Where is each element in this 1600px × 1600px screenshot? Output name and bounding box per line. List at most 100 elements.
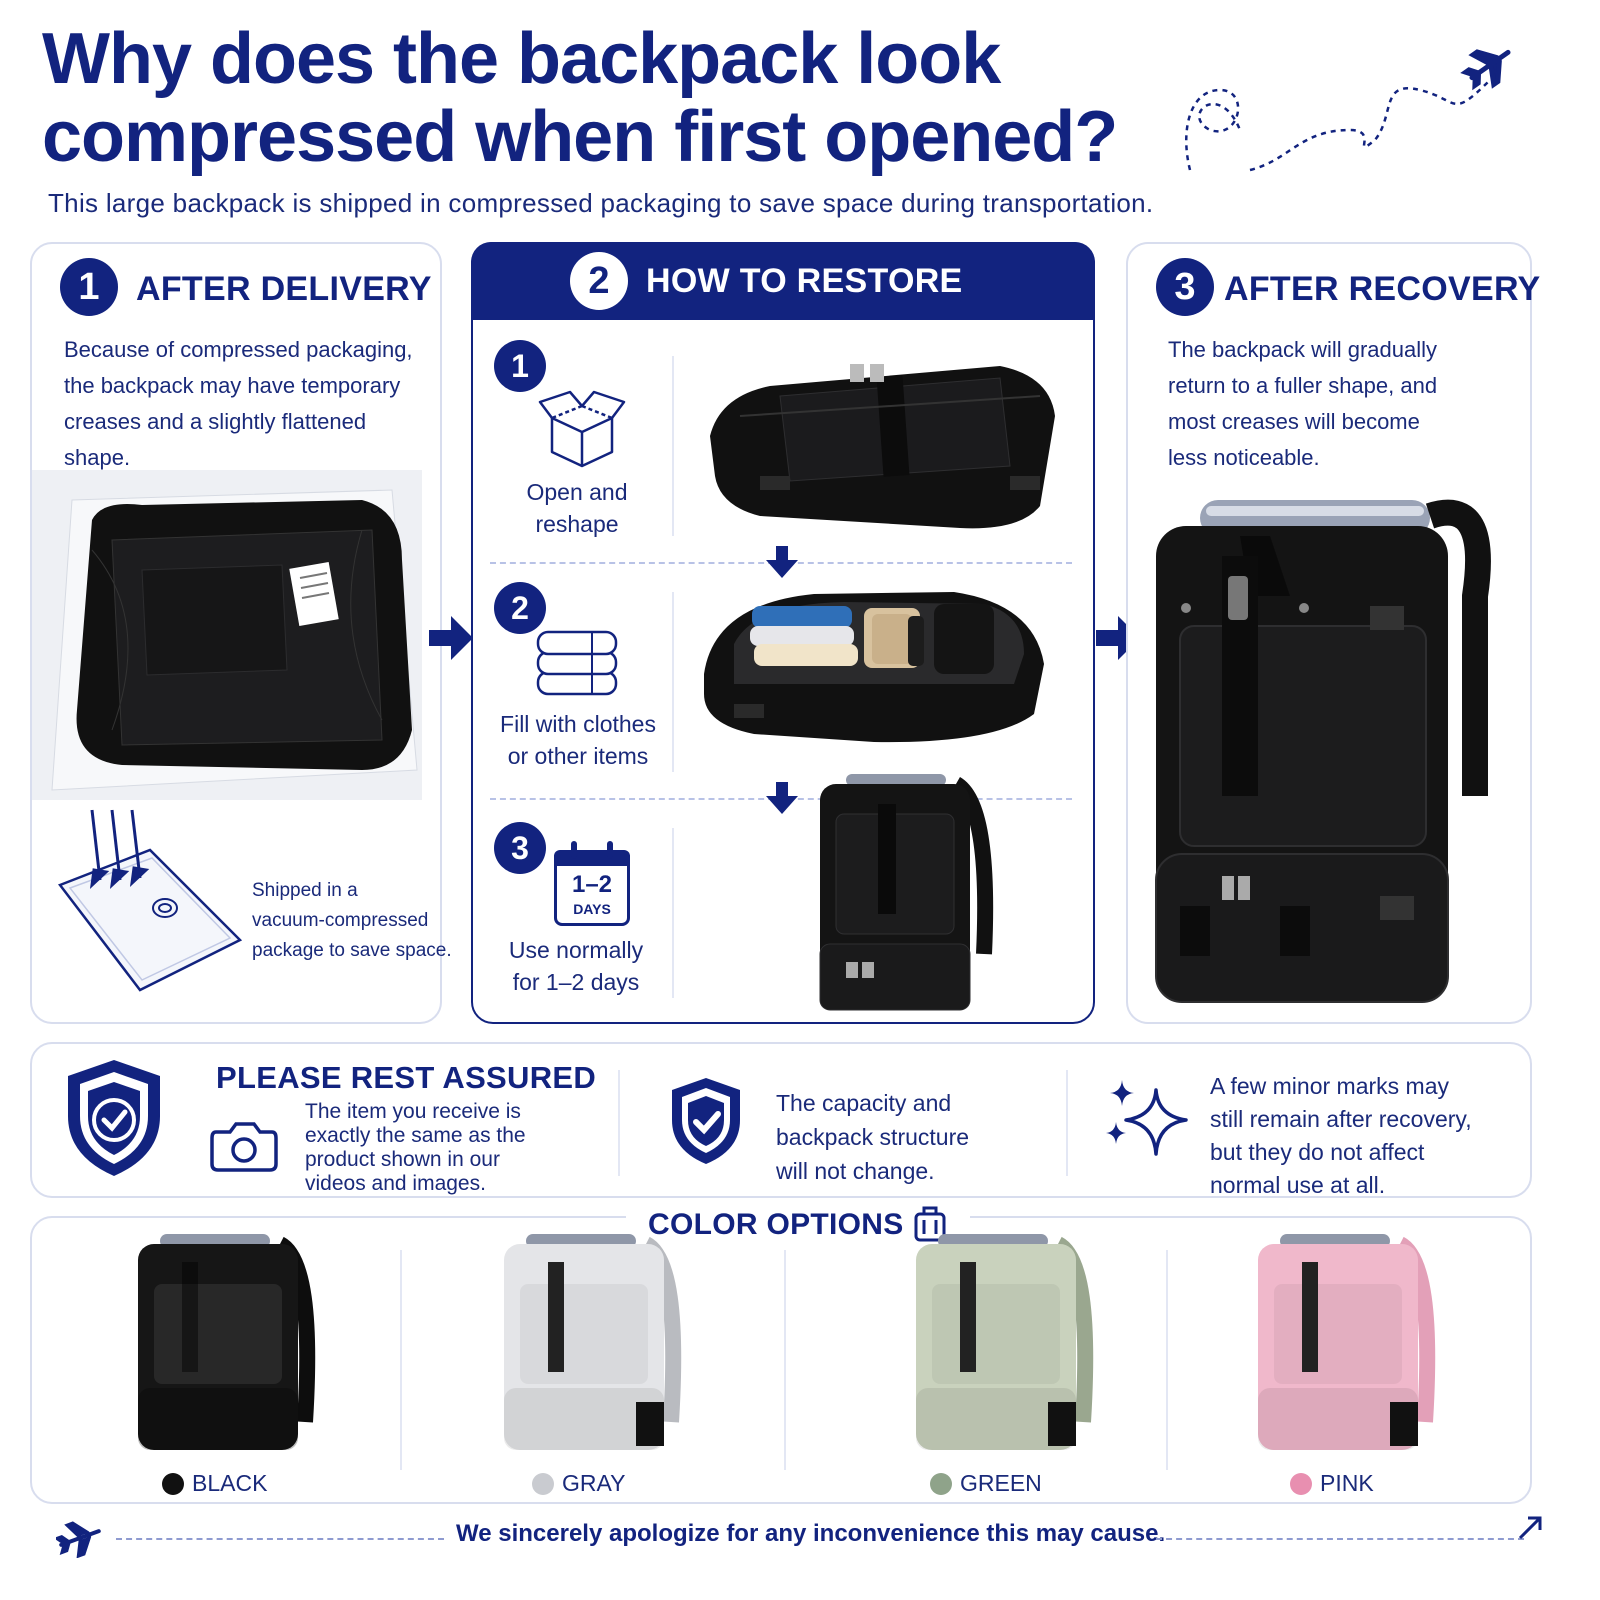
restored-backpack-image bbox=[819, 774, 994, 1011]
column-divider bbox=[1166, 1250, 1168, 1470]
footer-divider bbox=[116, 1538, 444, 1540]
open-box-icon bbox=[538, 390, 626, 468]
after-recovery-title: AFTER RECOVERY bbox=[1224, 270, 1541, 308]
after-delivery-line-1: Because of compressed packaging, bbox=[64, 337, 413, 362]
full-backpack-image bbox=[1155, 499, 1491, 1003]
vacuum-note-line-2: vacuum-compressed bbox=[252, 910, 429, 931]
arrow-down-icon bbox=[766, 546, 798, 578]
assurance-item-3-line-2: still remain after recovery, bbox=[1210, 1106, 1472, 1132]
airplane-icon bbox=[1460, 49, 1511, 91]
color-name-pink: PINK bbox=[1320, 1470, 1374, 1496]
assurance-item-2-line-2: backpack structure bbox=[776, 1124, 970, 1150]
footer-divider bbox=[1156, 1538, 1524, 1540]
sparkles-icon bbox=[1106, 1080, 1188, 1156]
assurance-item-1-line-3: product shown in our bbox=[305, 1148, 500, 1171]
flat-backpack-image bbox=[710, 364, 1055, 529]
arrow-right-icon bbox=[429, 616, 473, 660]
color-option-pink[interactable] bbox=[1240, 1222, 1440, 1457]
assurance-item-1-line-1: The item you receive is bbox=[305, 1100, 521, 1123]
after-recovery-line-2: return to a fuller shape, and bbox=[1168, 373, 1438, 398]
swatch-pink bbox=[1290, 1472, 1312, 1495]
substep-1-line-1: Open and bbox=[526, 479, 628, 505]
after-delivery-line-3: creases and a slightly flattened shape. bbox=[64, 409, 367, 470]
column-divider bbox=[672, 828, 674, 998]
compressed-backpack-image bbox=[32, 470, 422, 800]
arrow-up-right-icon bbox=[1518, 1516, 1542, 1540]
column-divider bbox=[1066, 1070, 1068, 1176]
swatch-green bbox=[930, 1472, 952, 1495]
column-divider bbox=[672, 592, 674, 772]
vacuum-note-line-1: Shipped in a bbox=[252, 880, 358, 901]
backpack-green-image bbox=[916, 1234, 1094, 1450]
title-line-1: Why does the backpack look bbox=[42, 19, 1001, 99]
swatch-gray bbox=[532, 1472, 554, 1495]
assurance-item-2-line-3: will not change. bbox=[776, 1158, 935, 1184]
calendar-unit: DAYS bbox=[573, 901, 611, 917]
page-title: Why does the backpack look compressed wh… bbox=[42, 20, 1222, 176]
substep-1-label: Open and reshape bbox=[494, 476, 660, 540]
flight-path-icon bbox=[1185, 49, 1511, 172]
color-options-title-bg bbox=[626, 1208, 970, 1244]
after-delivery-text: Because of compressed packaging, the bac… bbox=[64, 332, 434, 476]
step-badge-2: 2 bbox=[570, 252, 628, 310]
substep-3-line-1: Use normally bbox=[508, 937, 644, 963]
assurance-panel bbox=[30, 1042, 1532, 1198]
substep-3-line-2: for 1–2 days bbox=[512, 969, 640, 995]
camera-icon bbox=[210, 1122, 278, 1172]
column-divider bbox=[784, 1250, 786, 1470]
calendar-value: 1–2 bbox=[571, 871, 613, 898]
column-divider bbox=[618, 1070, 620, 1176]
luggage-icon bbox=[914, 1206, 946, 1242]
page-subtitle: This large backpack is shipped in compre… bbox=[48, 188, 1154, 218]
open-packed-backpack-image bbox=[704, 592, 1044, 743]
after-recovery-line-3: most creases will become bbox=[1168, 409, 1420, 434]
backpack-pink-image bbox=[1258, 1234, 1436, 1450]
after-delivery-line-2: the backpack may have temporary bbox=[64, 373, 401, 398]
swatch-black bbox=[162, 1472, 184, 1495]
after-delivery-title: AFTER DELIVERY bbox=[136, 270, 432, 308]
color-options-title: COLOR OPTIONS bbox=[648, 1208, 904, 1241]
after-recovery-line-1: The backpack will gradually bbox=[1168, 337, 1438, 362]
folded-clothes-icon bbox=[536, 630, 618, 696]
color-option-black[interactable] bbox=[120, 1222, 320, 1457]
airplane-icon bbox=[56, 1521, 101, 1558]
assurance-item-2-line-1: The capacity and bbox=[776, 1090, 952, 1116]
step-badge-3: 3 bbox=[1156, 258, 1214, 316]
vacuum-note-line-3: package to save space. bbox=[252, 940, 452, 961]
shield-check-icon bbox=[68, 1060, 160, 1176]
assurance-item-3: A few minor marks may still remain after… bbox=[1210, 1070, 1472, 1202]
assurance-item-1: The item you receive is exactly the same… bbox=[305, 1100, 526, 1196]
assurance-item-3-line-4: normal use at all. bbox=[1210, 1172, 1386, 1198]
substep-3-label: Use normally for 1–2 days bbox=[490, 934, 662, 998]
color-option-green[interactable] bbox=[898, 1222, 1098, 1457]
backpack-black-image bbox=[138, 1234, 316, 1450]
calendar-icon: 1–2 DAYS bbox=[554, 841, 630, 926]
vacuum-bag-icon bbox=[57, 809, 243, 992]
assurance-item-1-line-2: exactly the same as the bbox=[305, 1124, 526, 1147]
arrow-down-icon bbox=[766, 782, 798, 814]
substep-2-line-1: Fill with clothes bbox=[500, 711, 656, 737]
footer-apology: We sincerely apologize for any inconveni… bbox=[456, 1520, 1166, 1547]
backpack-gray-image bbox=[504, 1234, 682, 1450]
title-line-2: compressed when first opened? bbox=[42, 97, 1118, 177]
column-divider bbox=[672, 356, 674, 536]
color-label-gray[interactable]: GRAY bbox=[532, 1470, 625, 1497]
substep-badge-3: 3 bbox=[494, 822, 546, 874]
color-label-pink[interactable]: PINK bbox=[1290, 1470, 1374, 1497]
color-option-gray[interactable] bbox=[486, 1222, 686, 1457]
shield-check-icon bbox=[672, 1078, 740, 1164]
color-name-green: GREEN bbox=[960, 1470, 1042, 1496]
after-recovery-text: The backpack will gradually return to a … bbox=[1168, 332, 1518, 476]
color-label-green[interactable]: GREEN bbox=[930, 1470, 1042, 1497]
substep-2-label: Fill with clothes or other items bbox=[486, 708, 670, 772]
substep-badge-1: 1 bbox=[494, 340, 546, 392]
substep-2-line-2: or other items bbox=[507, 743, 649, 769]
assurance-item-3-line-1: A few minor marks may bbox=[1210, 1073, 1449, 1099]
substep-1-line-2: reshape bbox=[535, 511, 619, 537]
how-to-restore-title: HOW TO RESTORE bbox=[646, 262, 963, 300]
color-label-black[interactable]: BLACK bbox=[162, 1470, 267, 1497]
assurance-item-2: The capacity and backpack structure will… bbox=[776, 1086, 969, 1188]
assurance-item-1-line-4: videos and images. bbox=[305, 1172, 486, 1195]
assurance-item-3-line-3: but they do not affect bbox=[1210, 1139, 1425, 1165]
step-badge-1: 1 bbox=[60, 258, 118, 316]
